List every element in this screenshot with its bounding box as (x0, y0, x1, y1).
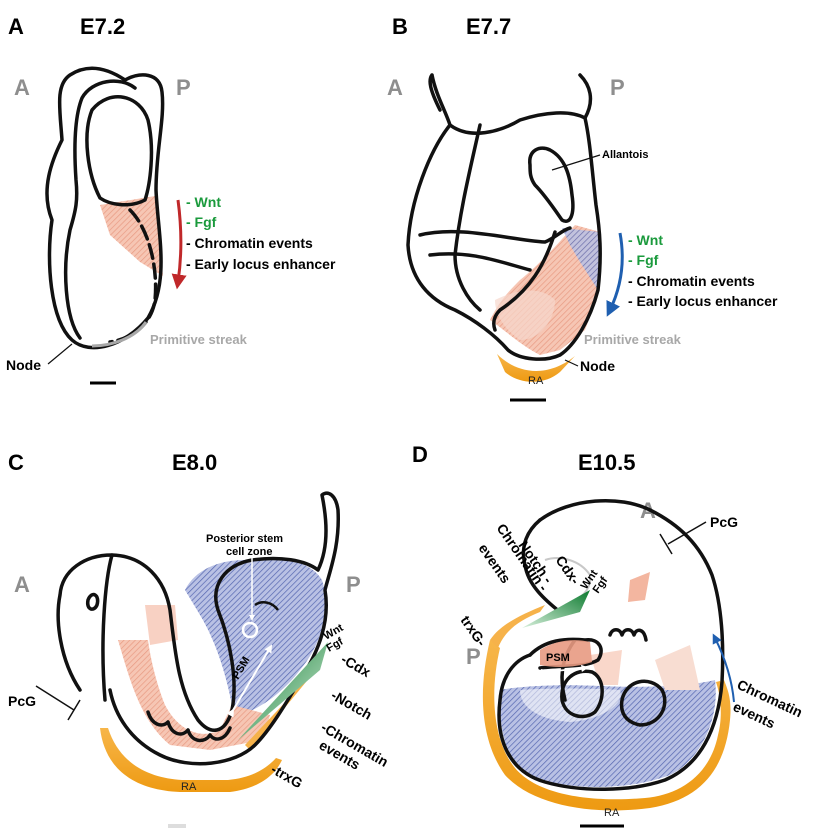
panel-d-pharyngeal-arches (610, 630, 646, 640)
panel-b: B E7.7 A P RA Allantois - Wnt - Fgf - Ch… (387, 14, 778, 400)
panel-b-chorion-line (430, 254, 530, 270)
panel-c-inner-line (103, 555, 112, 700)
panel-b-anterior: A (387, 75, 403, 100)
panel-b-posterior: P (610, 75, 625, 100)
panel-d-psm-label: PSM (546, 652, 570, 664)
panel-c-letter: C (8, 450, 24, 475)
panel-b-amnion-line (420, 228, 570, 242)
panel-c-stage: E8.0 (172, 450, 217, 475)
panel-a-event-chromatin: - Chromatin events (186, 235, 313, 251)
panel-a-red-arrow (178, 200, 181, 282)
panel-d-trxg-ray (490, 605, 545, 648)
panel-a-factor-fgf: - Fgf (186, 214, 217, 230)
panel-c-scale-bar (168, 824, 186, 828)
panel-c-trxg-label: -trxG (269, 761, 306, 792)
panel-a-node-leader (48, 344, 72, 364)
panel-b-event-chromatin: - Chromatin events (628, 273, 755, 289)
panel-d-ra-label: RA (604, 807, 620, 819)
panel-b-letter: B (392, 14, 408, 39)
panel-d-pcg-bar (660, 534, 672, 554)
panel-d: D E10.5 A P RA PSM Wnt Fgf Cdx- Notch (412, 442, 805, 826)
panel-b-allantois-label: Allantois (602, 149, 648, 161)
panel-d-letter: D (412, 442, 428, 467)
panel-b-cavity-line (455, 125, 480, 310)
panel-c-ra-label: RA (181, 781, 197, 793)
panel-b-factor-wnt: - Wnt (628, 232, 663, 248)
panel-c-stem-zone-label-1: Posterior stem (206, 533, 283, 545)
panel-a-node-label: Node (6, 357, 41, 373)
panel-c-pcg-bar (68, 700, 80, 720)
panel-b-top-outline (430, 75, 590, 133)
panel-c-pcg-line (36, 686, 74, 710)
panel-d-pcg-label: PcG (710, 514, 738, 530)
panel-a-letter: A (8, 14, 24, 39)
panel-a-anterior: A (14, 75, 30, 100)
panel-c-head-ring (88, 595, 98, 610)
panel-b-factor-fgf: - Fgf (628, 252, 659, 268)
panel-a-factor-wnt: - Wnt (186, 194, 221, 210)
panel-b-blue-arrow (610, 233, 622, 310)
panel-d-pink-patch-1 (628, 572, 650, 602)
panel-d-pink-patch-2 (655, 645, 700, 690)
panel-a-epiblast-cavity (87, 97, 152, 205)
panel-a: A E7.2 A P - Wnt - Fgf - Chromatin event… (6, 14, 336, 383)
panel-b-node-label: Node (580, 358, 615, 374)
panel-c-posterior: P (346, 572, 361, 597)
panel-b-allantois (530, 148, 573, 221)
panel-a-streak-label: Primitive streak (150, 332, 248, 347)
panel-b-stage: E7.7 (466, 14, 511, 39)
panel-c-anterior: A (14, 572, 30, 597)
panel-a-event-enhancer: - Early locus enhancer (186, 256, 336, 272)
panel-c-cdx-label: -Cdx (339, 651, 374, 681)
panel-b-ra-label: RA (528, 375, 544, 387)
panel-d-wnt-fgf-gradient (522, 590, 590, 628)
panel-c-notch-label: -Notch (329, 687, 375, 723)
panel-d-stage: E10.5 (578, 450, 636, 475)
panel-c: C E8.0 A P RA PSM Posterior stem cell zo… (8, 450, 391, 828)
panel-d-pink-patch-3 (590, 650, 622, 685)
panel-a-stage: E7.2 (80, 14, 125, 39)
panel-a-streak-highlight (92, 322, 146, 346)
panel-d-trxg-label: trxG- (458, 613, 490, 650)
panel-b-streak-label: Primitive streak (584, 332, 682, 347)
panel-c-pcg-label: PcG (8, 693, 36, 709)
panel-c-stem-zone-label-2: cell zone (226, 546, 272, 558)
panel-b-event-enhancer: - Early locus enhancer (628, 293, 778, 309)
panel-d-cdx-label: Cdx- (553, 553, 584, 588)
panel-a-posterior: P (176, 75, 191, 100)
